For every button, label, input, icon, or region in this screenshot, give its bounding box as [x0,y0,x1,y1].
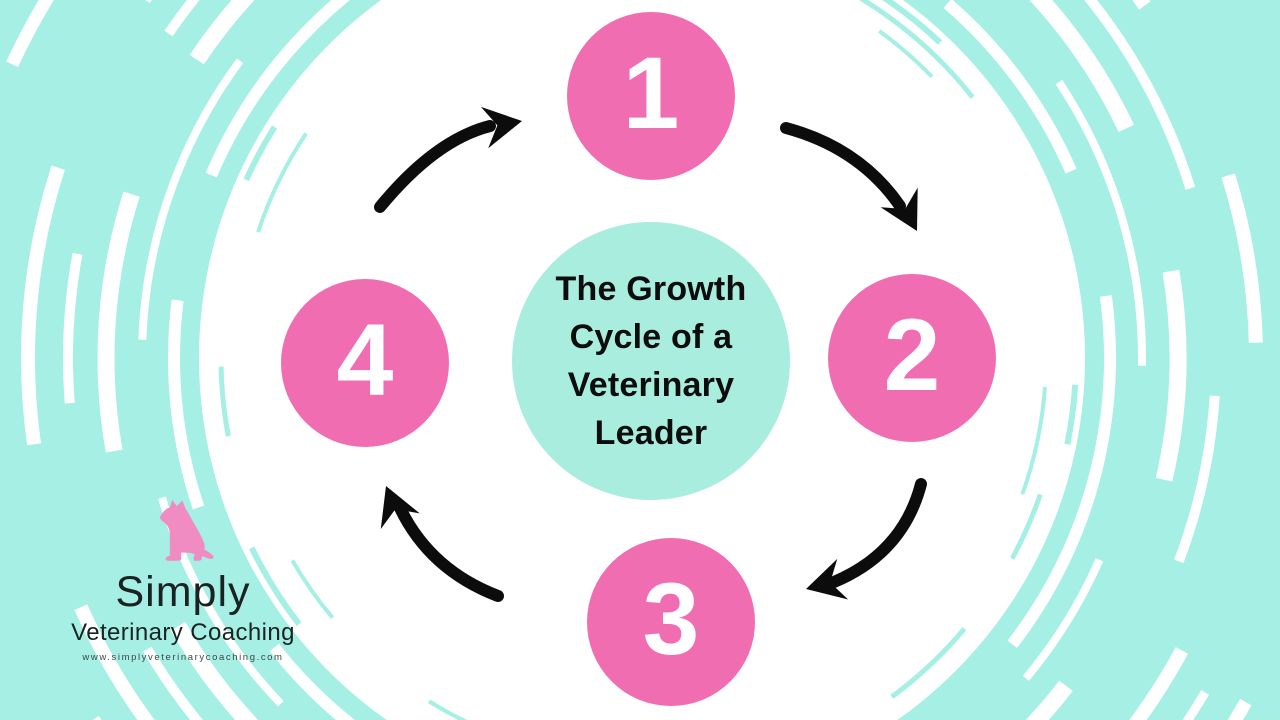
brand-name: Simply [115,568,251,616]
center-circle: The Growth Cycle of a Veterinary Leader [512,222,790,500]
cycle-title-line-4: Leader [594,414,708,452]
step-number-3: 3 [642,562,700,676]
arrow-step3-to-step4 [380,486,504,602]
step-number-1: 1 [622,36,680,150]
step-circle-4: 4 [281,279,449,447]
sitting-dog-icon [159,499,214,561]
brand-website: www.simplyveterinarycoaching.com [82,652,284,664]
step-number-2: 2 [883,298,941,412]
cycle-title-line-3: Veterinary [567,366,735,404]
brand-tagline: Veterinary Coaching [71,619,295,647]
cycle-title-line-2: Cycle of a [569,318,733,356]
cycle-title: The Growth Cycle of a Veterinary Leader [556,265,747,457]
arrow-step1-to-step2 [780,122,918,231]
cycle-title-line-1: The Growth [555,270,747,308]
inner-mint-brush-arcs [205,0,1079,720]
arrow-step2-to-step3 [806,478,927,600]
brand-logo: Simply Veterinary Coaching www.simplyvet… [60,494,306,663]
step-circle-2: 2 [828,274,996,442]
step-number-4: 4 [336,303,394,417]
step-circle-3: 3 [587,538,755,706]
arrow-step4-to-step1 [374,106,522,213]
step-circle-1: 1 [567,12,735,180]
